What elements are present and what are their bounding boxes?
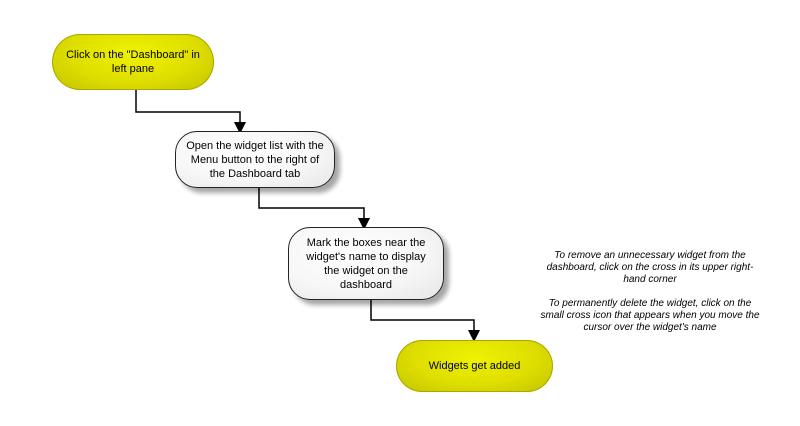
step1-label: Open the widget list with the Menu butto… [186, 139, 324, 180]
connector-start-to-step1 [135, 90, 246, 134]
step2-label: Mark the boxes near the widget's name to… [306, 236, 426, 291]
step-open-widget-list: Open the widget list with the Menu butto… [175, 131, 335, 188]
connector-step2-to-end [370, 300, 480, 342]
end-terminal: Widgets get added [396, 340, 553, 392]
note-delete-widget: To permanently delete the widget, click … [540, 298, 760, 333]
start-label: Click on the "Dashboard" in left pane [66, 49, 200, 75]
step-mark-boxes: Mark the boxes near the widget's name to… [288, 227, 444, 300]
start-terminal: Click on the "Dashboard" in left pane [52, 34, 214, 90]
end-label: Widgets get added [428, 360, 521, 372]
note-remove-widget: To remove an unnecessary widget from the… [546, 250, 754, 285]
connector-step1-to-step2 [258, 188, 370, 230]
